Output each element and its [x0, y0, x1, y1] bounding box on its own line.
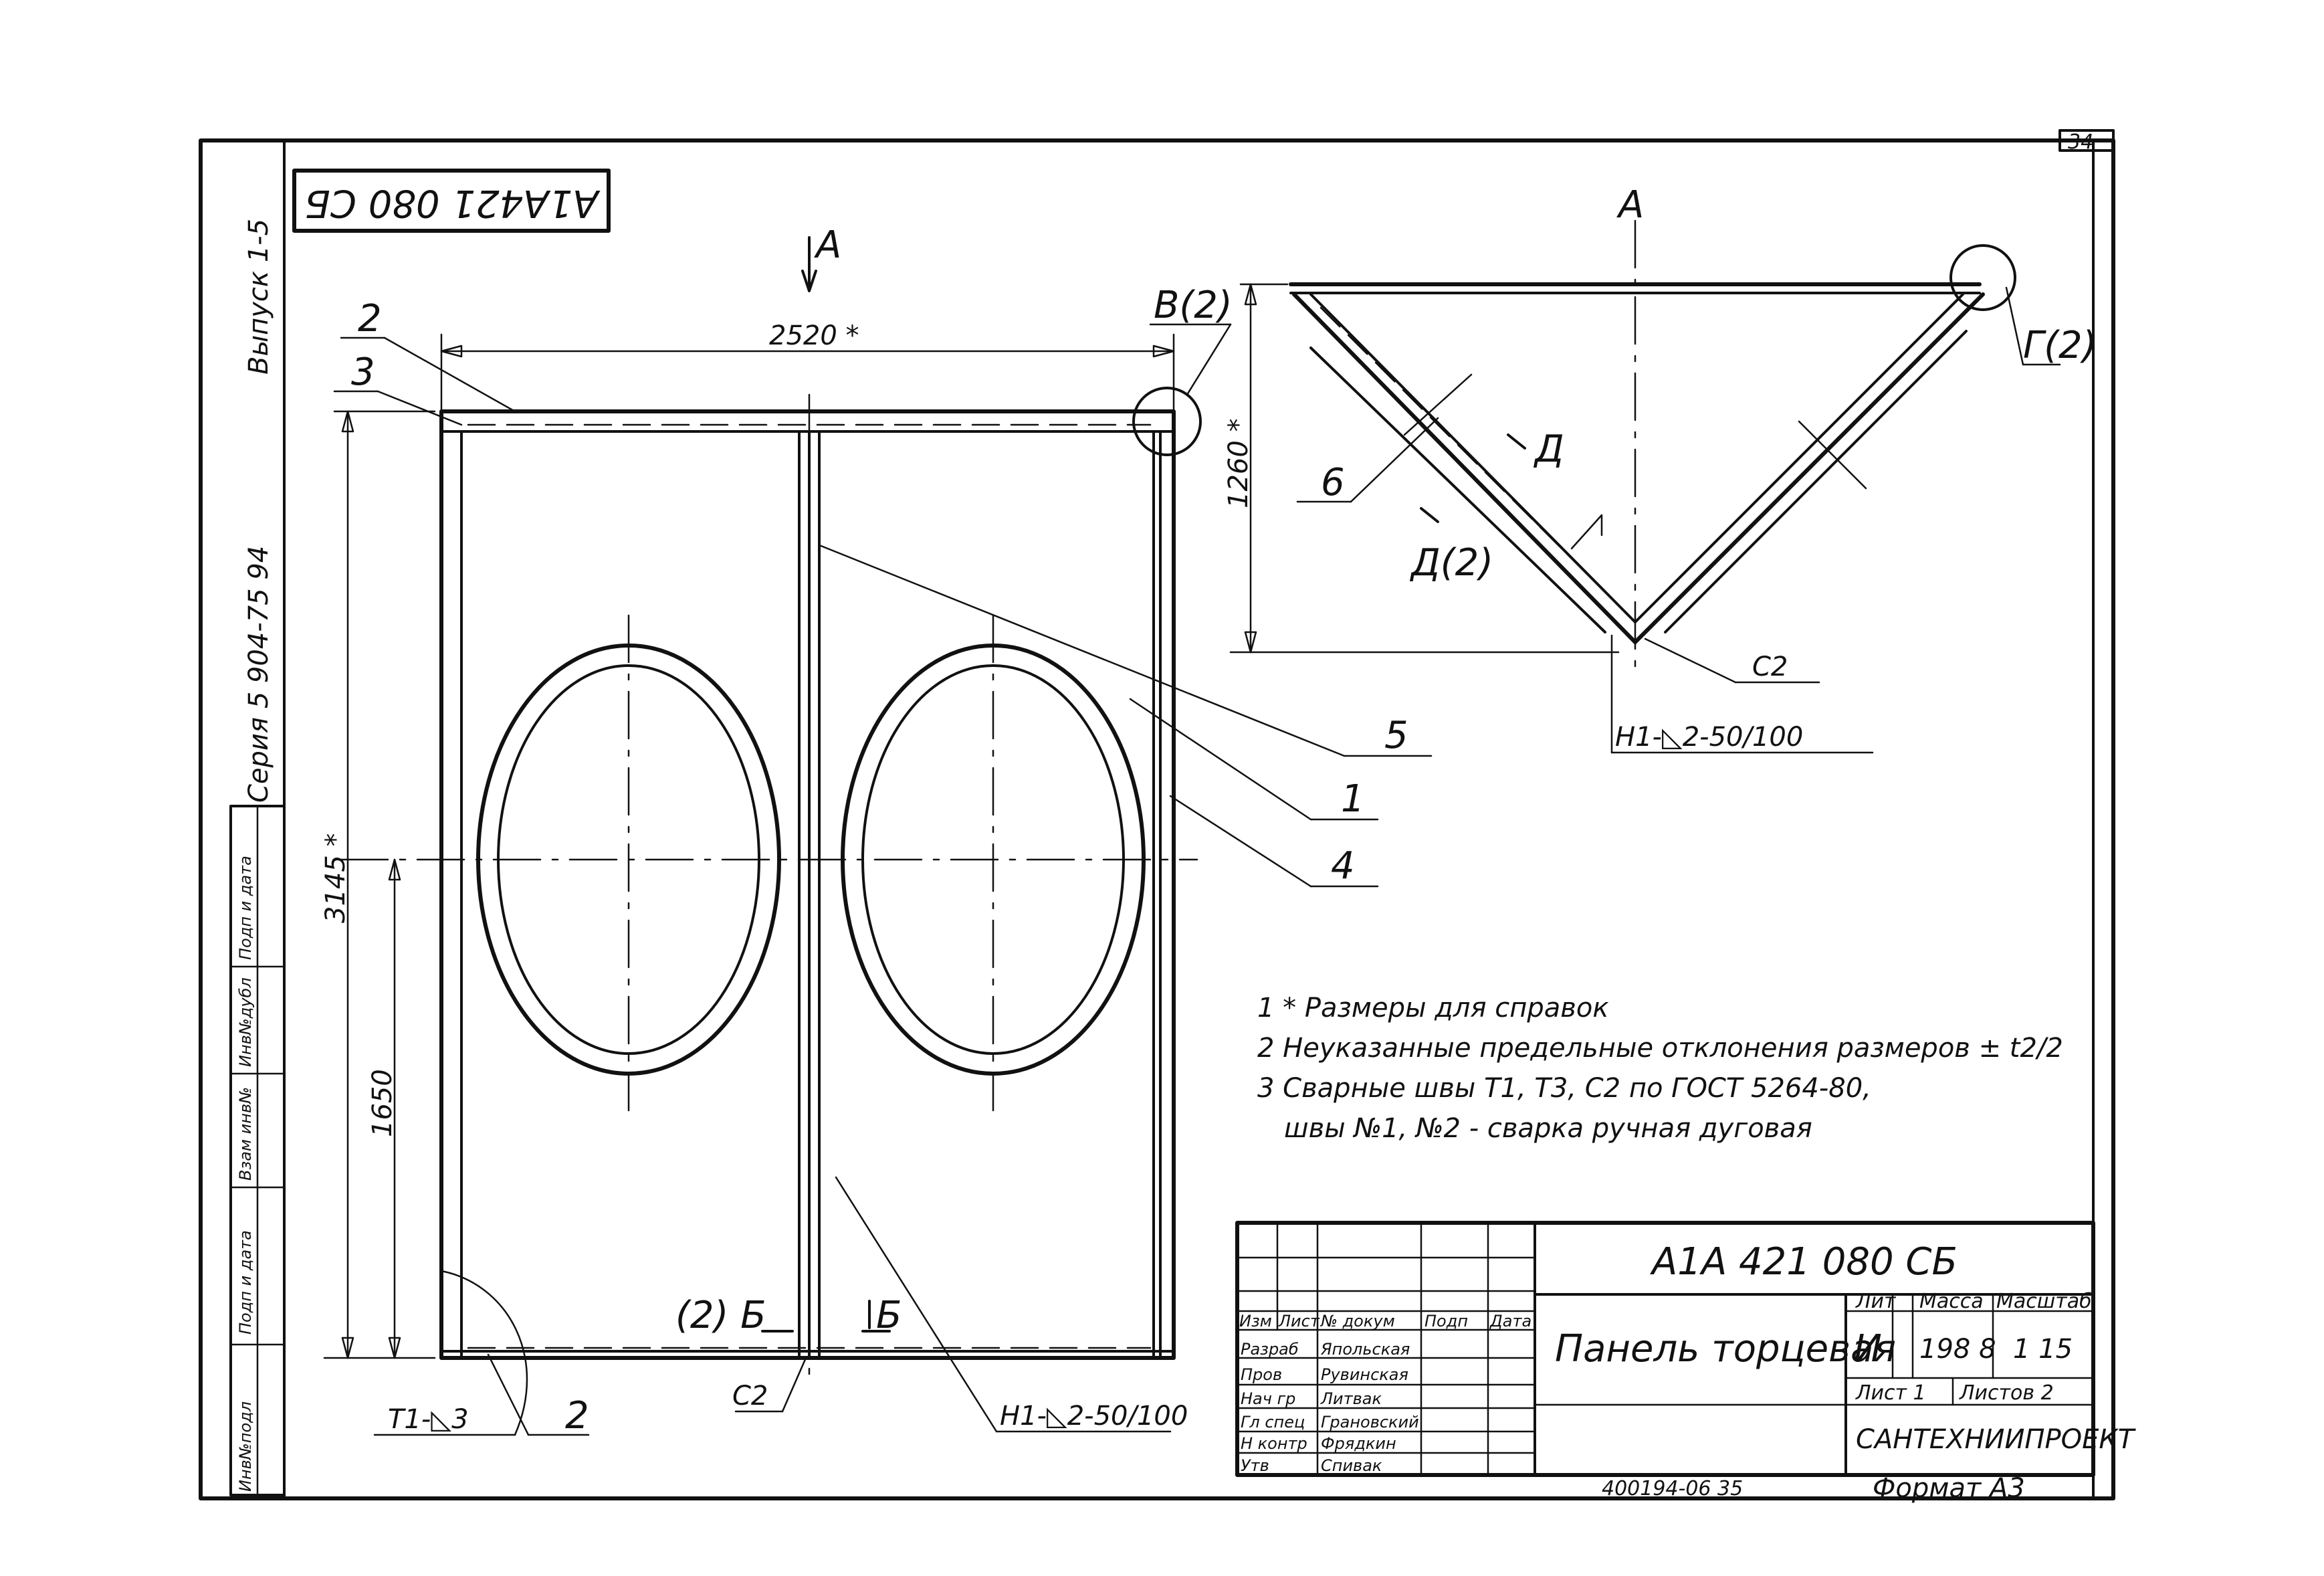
note-2: 2 Неуказанные предельные отклонения разм… [1257, 1033, 2063, 1064]
section-b-right: Б [876, 1294, 902, 1337]
tb-name-1: Рувинская [1321, 1365, 1408, 1384]
section-view [1289, 219, 2016, 670]
callout-3: 3 [351, 351, 375, 394]
section-d2-label: Д(2) [1409, 541, 1493, 585]
flipped-code-box: A1A421 080 СБ [292, 169, 611, 233]
front-dimensions [323, 236, 1175, 1359]
tb-name: Панель торцевая [1555, 1327, 1896, 1371]
sheet-number: 34 [2068, 130, 2093, 154]
tb-role-5: Утв [1241, 1456, 1269, 1475]
dim-width: 2520 * [769, 320, 859, 351]
tb-role-1: Пров [1241, 1365, 1282, 1384]
series-label: Серия 5 904-75 94 [243, 546, 274, 803]
tb-name-5: Спивак [1321, 1456, 1382, 1475]
callout-6: 6 [1321, 461, 1345, 504]
tb-name-4: Фрядкин [1321, 1434, 1396, 1453]
tb-lit-header: Лит [1855, 1290, 1897, 1313]
tb-mass-header: Масса [1919, 1290, 1984, 1313]
tb-role-4: Н контр [1241, 1434, 1307, 1453]
tb-role-3: Гл спец [1241, 1413, 1305, 1432]
tb-col-podp: Подп [1424, 1312, 1468, 1331]
tb-name-0: Япольская [1320, 1340, 1410, 1359]
weld-c2-section: С2 [1752, 652, 1788, 682]
tb-role-0: Разраб [1241, 1340, 1299, 1359]
issue-label: Выпуск 1-5 [243, 219, 274, 375]
strip-inv-podl: Инв№подл [236, 1401, 255, 1492]
tb-designation: А1А 421 080 СБ [1650, 1240, 1958, 1284]
section-d-label: Д [1533, 427, 1564, 471]
dim-center: 1650 [367, 1069, 398, 1137]
tb-scale-header: Масштаб [1996, 1290, 2092, 1313]
note-1: 1 * Размеры для справок [1257, 993, 1609, 1023]
binding-strip [229, 805, 286, 1496]
section-dim-height: 1260 * [1223, 418, 1254, 508]
strip-inv-dubl: Инв№дубл [236, 977, 255, 1067]
footer-format: Формат А3 [1873, 1473, 2025, 1504]
title-block [1235, 1221, 2095, 1477]
weld-c2-front: С2 [732, 1381, 768, 1411]
tb-mass-value: 198 8 [1919, 1334, 1996, 1365]
tb-col-date: Дата [1489, 1312, 1531, 1331]
section-b-left: (2) Б [675, 1294, 766, 1337]
weld-h1-section: Н1-◺2-50/100 [1615, 722, 1803, 753]
strip-podp-date-1: Подп и дата [236, 1230, 255, 1335]
callout-2-bottom: 2 [565, 1394, 589, 1438]
section-title: А [1616, 183, 1644, 227]
tb-lit-value: И [1854, 1327, 1882, 1371]
strip-vzam-inv: Взам инв№ [236, 1087, 255, 1181]
tb-sheets: Листов 2 [1959, 1381, 2054, 1405]
tb-col-izm: Изм [1239, 1312, 1272, 1331]
section-dimensions [1229, 283, 2061, 754]
tb-name-2: Литвак [1320, 1389, 1382, 1408]
dim-height: 3145 * [320, 833, 351, 923]
strip-podp-date-2: Подп и дата [236, 856, 255, 960]
tb-name-3: Грановский [1321, 1413, 1419, 1432]
tb-scale-value: 1 15 [2013, 1334, 2073, 1365]
detail-g-label: Г(2) [2023, 324, 2097, 367]
weld-h1-front: Н1-◺2-50/100 [1000, 1401, 1188, 1432]
front-view [340, 387, 1202, 1379]
callout-2-top: 2 [358, 297, 382, 340]
view-arrow-label: А [814, 223, 841, 267]
note-3: 3 Сварные швы Т1, Т3, С2 по ГОСТ 5264-80… [1257, 1073, 1871, 1104]
note-4: швы №1, №2 - сварка ручная дуговая [1284, 1113, 1812, 1144]
tb-col-list: Лист [1278, 1312, 1320, 1331]
callout-4: 4 [1331, 844, 1355, 888]
front-leaders [333, 323, 1433, 1436]
flipped-code: A1A421 080 СБ [304, 181, 600, 225]
detail-b-label: В(2) [1154, 284, 1233, 327]
weld-t1: Т1-◺3 [388, 1404, 469, 1435]
callout-5: 5 [1384, 714, 1408, 757]
tb-organization: САНТЕХНИИПРОЕКТ [1856, 1424, 2137, 1455]
callout-1: 1 [1341, 777, 1365, 821]
tb-role-2: Нач гр [1241, 1389, 1295, 1408]
footer-doc-number: 400194-06 35 [1602, 1477, 1743, 1500]
tb-col-doc: № докум [1319, 1312, 1395, 1331]
tb-sheet: Лист 1 [1855, 1381, 1926, 1405]
